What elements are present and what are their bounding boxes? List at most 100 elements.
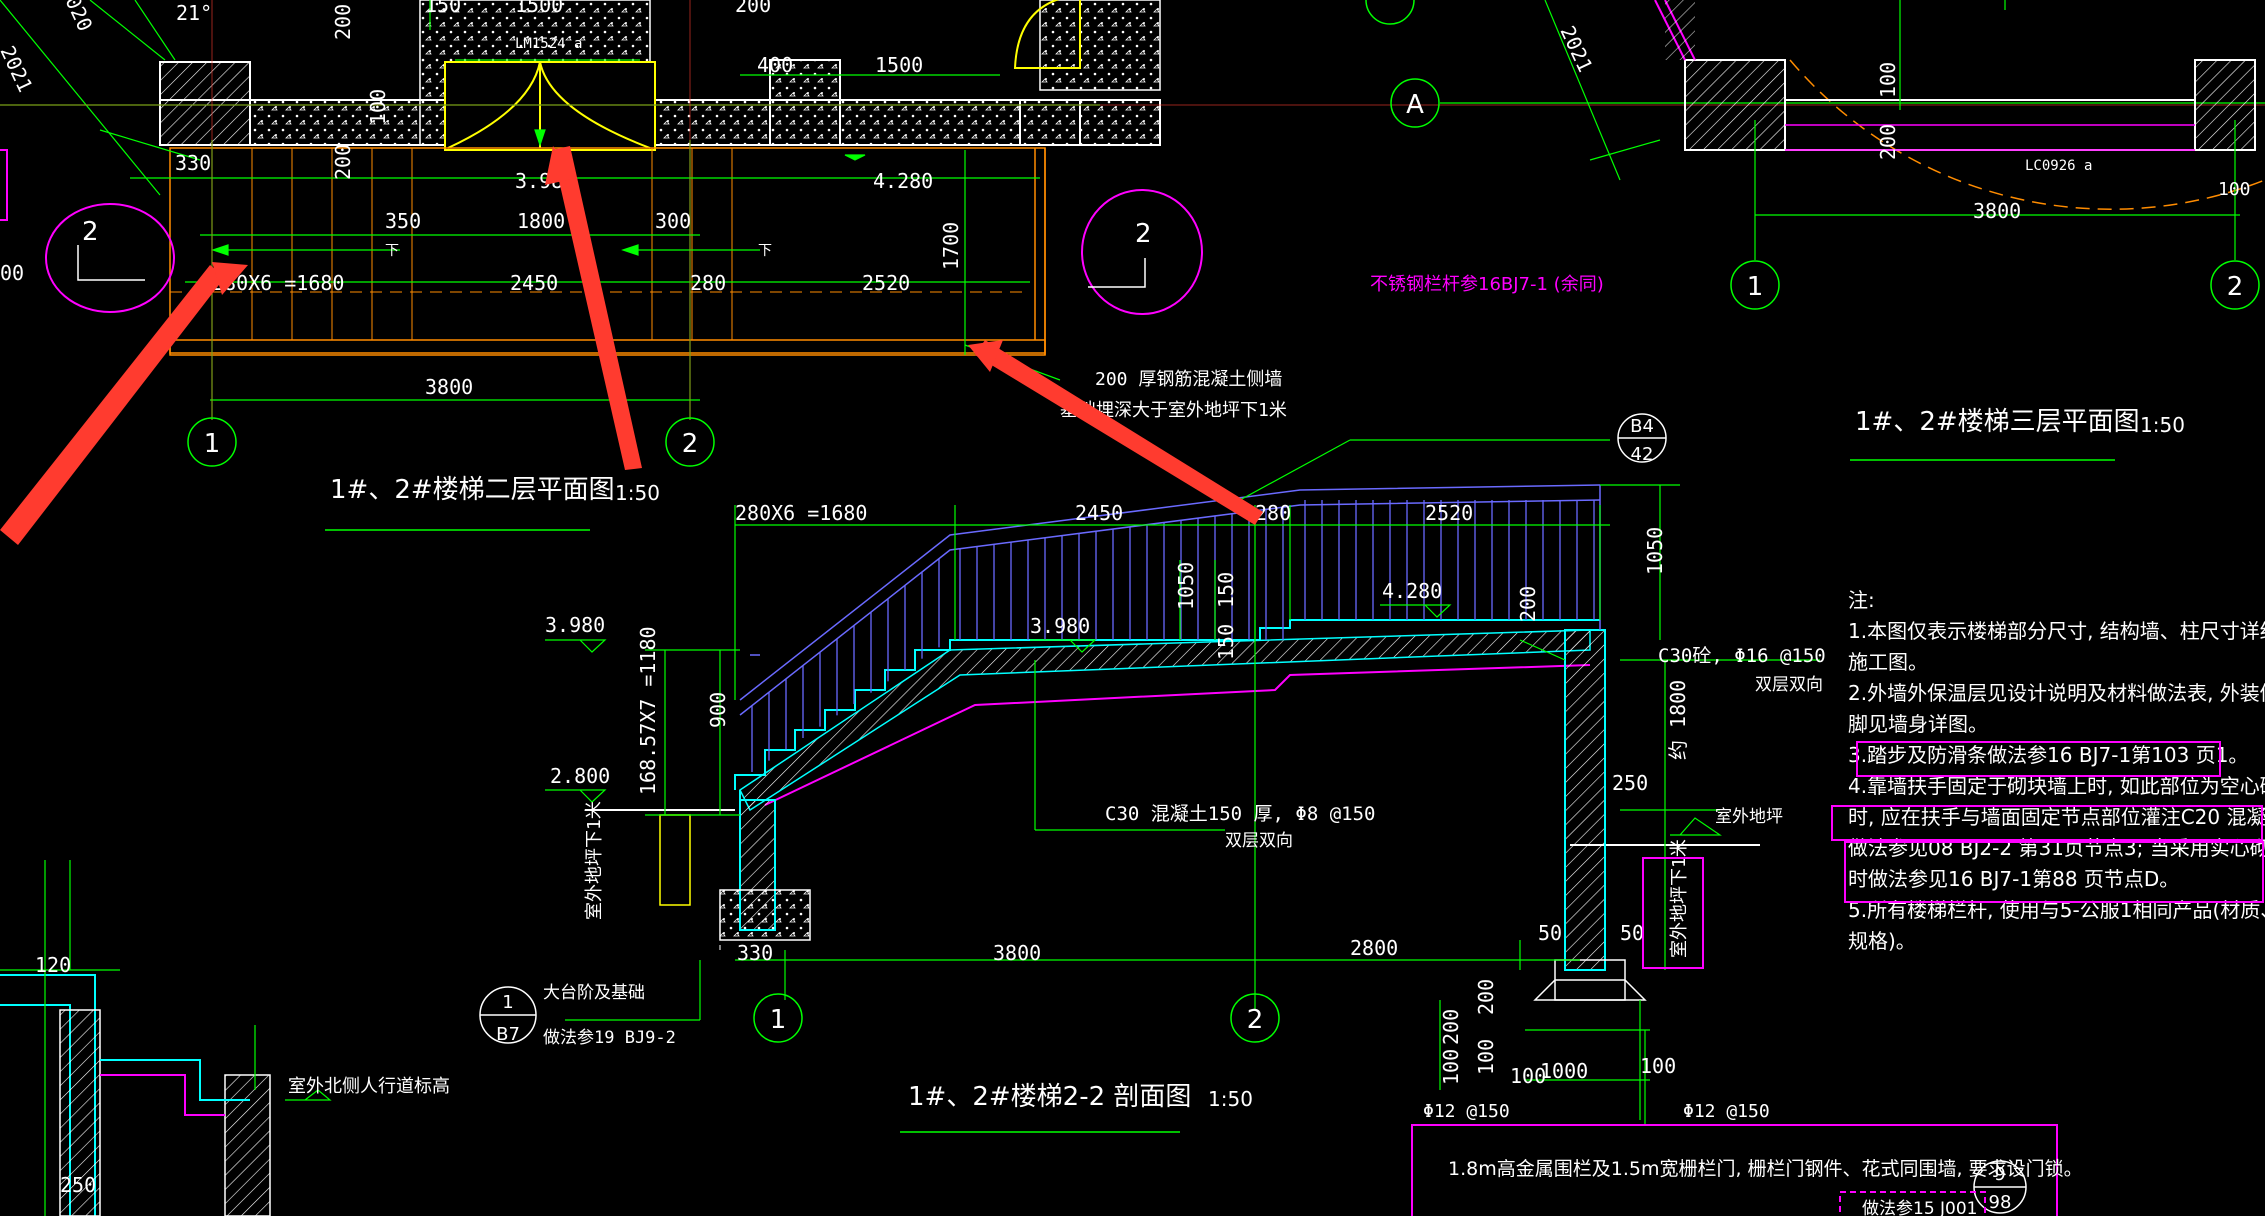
grid-label-1: 1 — [204, 429, 221, 459]
third-plan-title: 1#、2#楼梯三层平面图 — [1855, 407, 2140, 437]
third-plan-scale: 1:50 — [2140, 413, 2185, 437]
red-arrow-1-head — [212, 262, 248, 295]
section-scale: 1:50 — [1208, 1087, 1253, 1111]
section-dim-1050b: 1050 — [1643, 527, 1667, 575]
dim-1700: 1700 — [939, 222, 963, 270]
wall-note-1: 200 厚钢筋混凝土侧墙 — [1095, 369, 1282, 390]
dim-200b: 200 — [331, 144, 355, 180]
dim-200a: 200 — [331, 4, 355, 40]
rebar-right: Φ12 @150 — [1683, 1101, 1770, 1122]
red-arrow-1 — [0, 265, 225, 545]
dim-100-v: 100 — [1876, 62, 1900, 98]
section-dim-150a: 150 — [1214, 572, 1238, 608]
section-dim-2520: 2520 — [1425, 501, 1473, 525]
stair-railing — [739, 484, 1601, 716]
below-left-label: 室外地坪下1米 — [584, 801, 605, 920]
section-marker-left — [45, 203, 175, 313]
found-dim-100c: 100 — [1510, 1064, 1546, 1088]
dim-300: 300 — [655, 209, 691, 233]
fence-ref-bottom: 98 — [1989, 1192, 2012, 1213]
dim-3800: 3800 — [425, 375, 473, 399]
section-dim-1050a: 1050 — [1174, 562, 1198, 610]
outdoor-label: 室外地坪 — [1715, 807, 1783, 827]
section-label-left: 2 — [82, 217, 99, 247]
section-dim-run: 280X6 =1680 — [735, 501, 867, 525]
dim-150: 150 — [425, 0, 461, 17]
found-dim-100c-v: 100 — [1474, 1039, 1498, 1075]
hatched-column-1 — [1684, 59, 1786, 151]
note-line: 2.外墙外保温层见设计说明及材料做法表, 外装修线 — [1848, 681, 2265, 705]
grid-bubble-2 — [665, 417, 715, 467]
section-dim-900: 900 — [706, 692, 730, 728]
grid-bubble-a — [1390, 78, 1440, 128]
grid-label-2: 2 — [682, 429, 699, 459]
note-line: 时, 应在扶手与墙面固定节点部位灌注C20 混凝土, — [1848, 805, 2265, 829]
railing-balusters — [751, 500, 1595, 772]
plan-concrete-column — [769, 59, 841, 146]
stair-insulation-line — [764, 664, 1591, 806]
grid-label-a: A — [1406, 90, 1424, 120]
dim-330: 330 — [175, 151, 211, 175]
fence-note: 1.8m高金属围栏及1.5m宽栅栏门, 栅栏门钢件、花式同围墙, 要求设门锁。 — [1448, 1158, 2083, 1180]
found-dim-100b: 100 — [1640, 1054, 1676, 1078]
section-dim-50b: 50 — [1620, 921, 1644, 945]
dim-200c: 200 — [735, 0, 771, 17]
note-highlight-4a — [1831, 805, 2263, 841]
section-elev-4280: 4.280 — [1382, 579, 1442, 603]
note-line: 脚见墙身详图。 — [1848, 712, 1988, 736]
plan-direction-arrows — [211, 129, 866, 256]
red-arrow-3-head — [968, 340, 1003, 372]
grid-bubble-r1 — [1730, 260, 1780, 310]
below-right-label: 室外地坪下1米 — [1669, 839, 1690, 958]
section-grid-label-1: 1 — [770, 1005, 787, 1035]
stair-section: 不锈钢栏杆参16BJ7-1 (余同) 280X6 =1680 2450 280 … — [479, 274, 1826, 1133]
stair-note-1: C30 混凝土150 厚, Φ8 @150 — [1105, 803, 1375, 825]
found-dim-1000: 1000 — [1540, 1059, 1588, 1083]
section-grid-bubble-1 — [753, 993, 803, 1043]
section-dim-2450: 2450 — [1075, 501, 1123, 525]
third-floor-plan: A 3800 LC0926 a 100 100 200 2021 1 2 1#、… — [1365, 0, 2265, 461]
elev-4280: 4.280 — [873, 169, 933, 193]
grid-label-r2: 2 — [2227, 272, 2244, 302]
slab-note-1: C30砼, Φ16 @150 — [1658, 645, 1826, 667]
grid-label-r1: 1 — [1747, 272, 1764, 302]
dim-1800: 1800 — [517, 209, 565, 233]
found-dim-200b: 200 — [1474, 979, 1498, 1015]
section-grid-label-2: 2 — [1247, 1005, 1264, 1035]
section-marker-right — [1081, 189, 1203, 315]
second-floor-plan: 1500 150 200 LM1524 a 400 1500 21° 330 3… — [0, 0, 2265, 531]
fence-ref-top: 9 — [1994, 1164, 2005, 1185]
section-right-wall — [1564, 629, 1606, 971]
note-line: 时做法参见16 BJ7-1第88 页节点D。 — [1848, 867, 2179, 891]
down-label-1: 下 — [385, 243, 399, 259]
red-arrow-3 — [975, 340, 1263, 525]
general-notes: 注: 1.本图仅表示楼梯部分尺寸, 结构墙、柱尺寸详结构施工图。2.外墙外保温层… — [1831, 588, 2265, 953]
dim-350: 350 — [385, 209, 421, 233]
section-dim-3800: 3800 — [993, 941, 1041, 965]
fence-partial: 做法参15 J001 — [1862, 1199, 1978, 1216]
stair-steps — [734, 619, 1600, 790]
section-dim-200: 200 — [1516, 586, 1540, 622]
bl-label: 室外北侧人行道标高 — [288, 1076, 450, 1097]
section-elev-3980a: 3.980 — [545, 613, 605, 637]
bottom-fence-box: 1.8m高金属围栏及1.5m宽栅栏门, 栅栏门钢件、花式同围墙, 要求设门锁。 … — [1411, 1124, 2083, 1216]
note-line: 1.本图仅表示楼梯部分尺寸, 结构墙、柱尺寸详结构 — [1848, 619, 2265, 643]
plan-hatched-column-left — [159, 61, 251, 146]
dim-2520: 2520 — [862, 271, 910, 295]
plan-concrete-wall-1 — [250, 100, 420, 145]
section-left-footing — [719, 889, 811, 941]
dim-1500a: 1500 — [515, 0, 563, 17]
dim-400: 400 — [757, 53, 793, 77]
note-line: 4.靠墙扶手固定于砌块墙上时, 如此部位为空心砌块 — [1848, 774, 2265, 798]
ref-b7-bottom: B7 — [496, 1024, 520, 1045]
bottom-left-partial: 120 250 室外北侧人行道标高 — [0, 860, 450, 1216]
note-highlight-4b — [1844, 841, 2264, 903]
wall-note-2: 基础埋深大于室外地坪下1米 — [1060, 400, 1287, 421]
ref-b4-bottom: 42 — [1631, 444, 1654, 465]
plan-concrete-wall-4 — [1019, 99, 1161, 146]
plan-concrete-top — [1039, 0, 1161, 91]
section-grid-bubble-2 — [1230, 993, 1280, 1043]
ref-b4-top: B4 — [1630, 416, 1654, 437]
